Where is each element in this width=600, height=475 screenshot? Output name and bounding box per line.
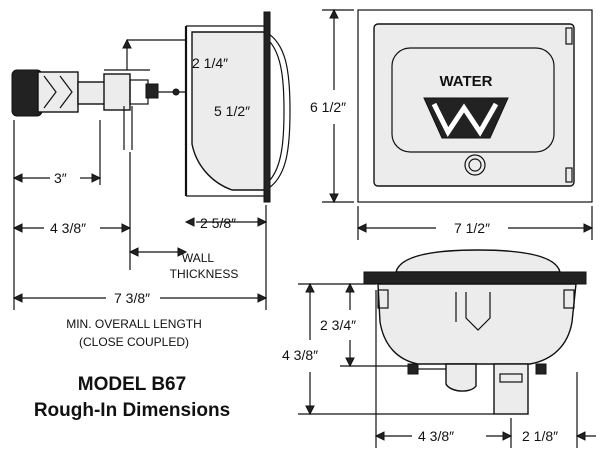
model-title: MODEL B67 bbox=[78, 374, 186, 395]
stand-pipe bbox=[123, 106, 133, 150]
water-logo-text: WATER bbox=[439, 73, 492, 90]
bottom-view: 2 3/4″ 4 3/8″ 4 3/8″ 2 1/8″ bbox=[282, 249, 596, 448]
dim-side-depth: 3″ bbox=[54, 170, 67, 186]
front-dimensions bbox=[322, 8, 594, 240]
note-line-1: MIN. OVERALL LENGTH bbox=[66, 317, 202, 331]
bottom-dimensions bbox=[298, 282, 596, 448]
wall-section bbox=[184, 25, 268, 197]
dim-overall-length: 7 3/8″ bbox=[114, 290, 150, 306]
box-housing bbox=[191, 11, 291, 203]
note-line-2: (CLOSE COUPLED) bbox=[79, 335, 189, 349]
dim-side-total: 4 3/8″ bbox=[50, 220, 86, 236]
wall-label: WALL bbox=[182, 251, 215, 265]
dim-bottom-total-height: 4 3/8″ bbox=[282, 347, 318, 363]
dim-box-depth: 2 5/8″ bbox=[200, 215, 236, 231]
dim-box-height: 5 1/2″ bbox=[214, 103, 250, 119]
dim-upper-offset: 2 1/4″ bbox=[192, 55, 228, 71]
rough-in-subtitle: Rough-In Dimensions bbox=[34, 400, 230, 421]
front-view: WATER 6 1/2″ 7 1/2″ bbox=[310, 8, 594, 240]
dim-bottom-inner-height: 2 3/4″ bbox=[320, 317, 356, 333]
valve-body bbox=[11, 69, 186, 117]
side-dimensions bbox=[12, 38, 268, 310]
dim-bottom-width: 4 3/8″ bbox=[418, 428, 454, 444]
side-view: 3″ 4 3/8″ 2 1/4″ 5 1/2″ 2 5/8″ WALL THIC… bbox=[11, 11, 291, 349]
thickness-label: THICKNESS bbox=[170, 267, 239, 281]
dim-bottom-offset: 2 1/8″ bbox=[522, 428, 558, 444]
dim-front-width: 7 1/2″ bbox=[454, 220, 490, 236]
water-logo-icon bbox=[423, 97, 509, 139]
dim-front-height: 6 1/2″ bbox=[310, 99, 346, 115]
